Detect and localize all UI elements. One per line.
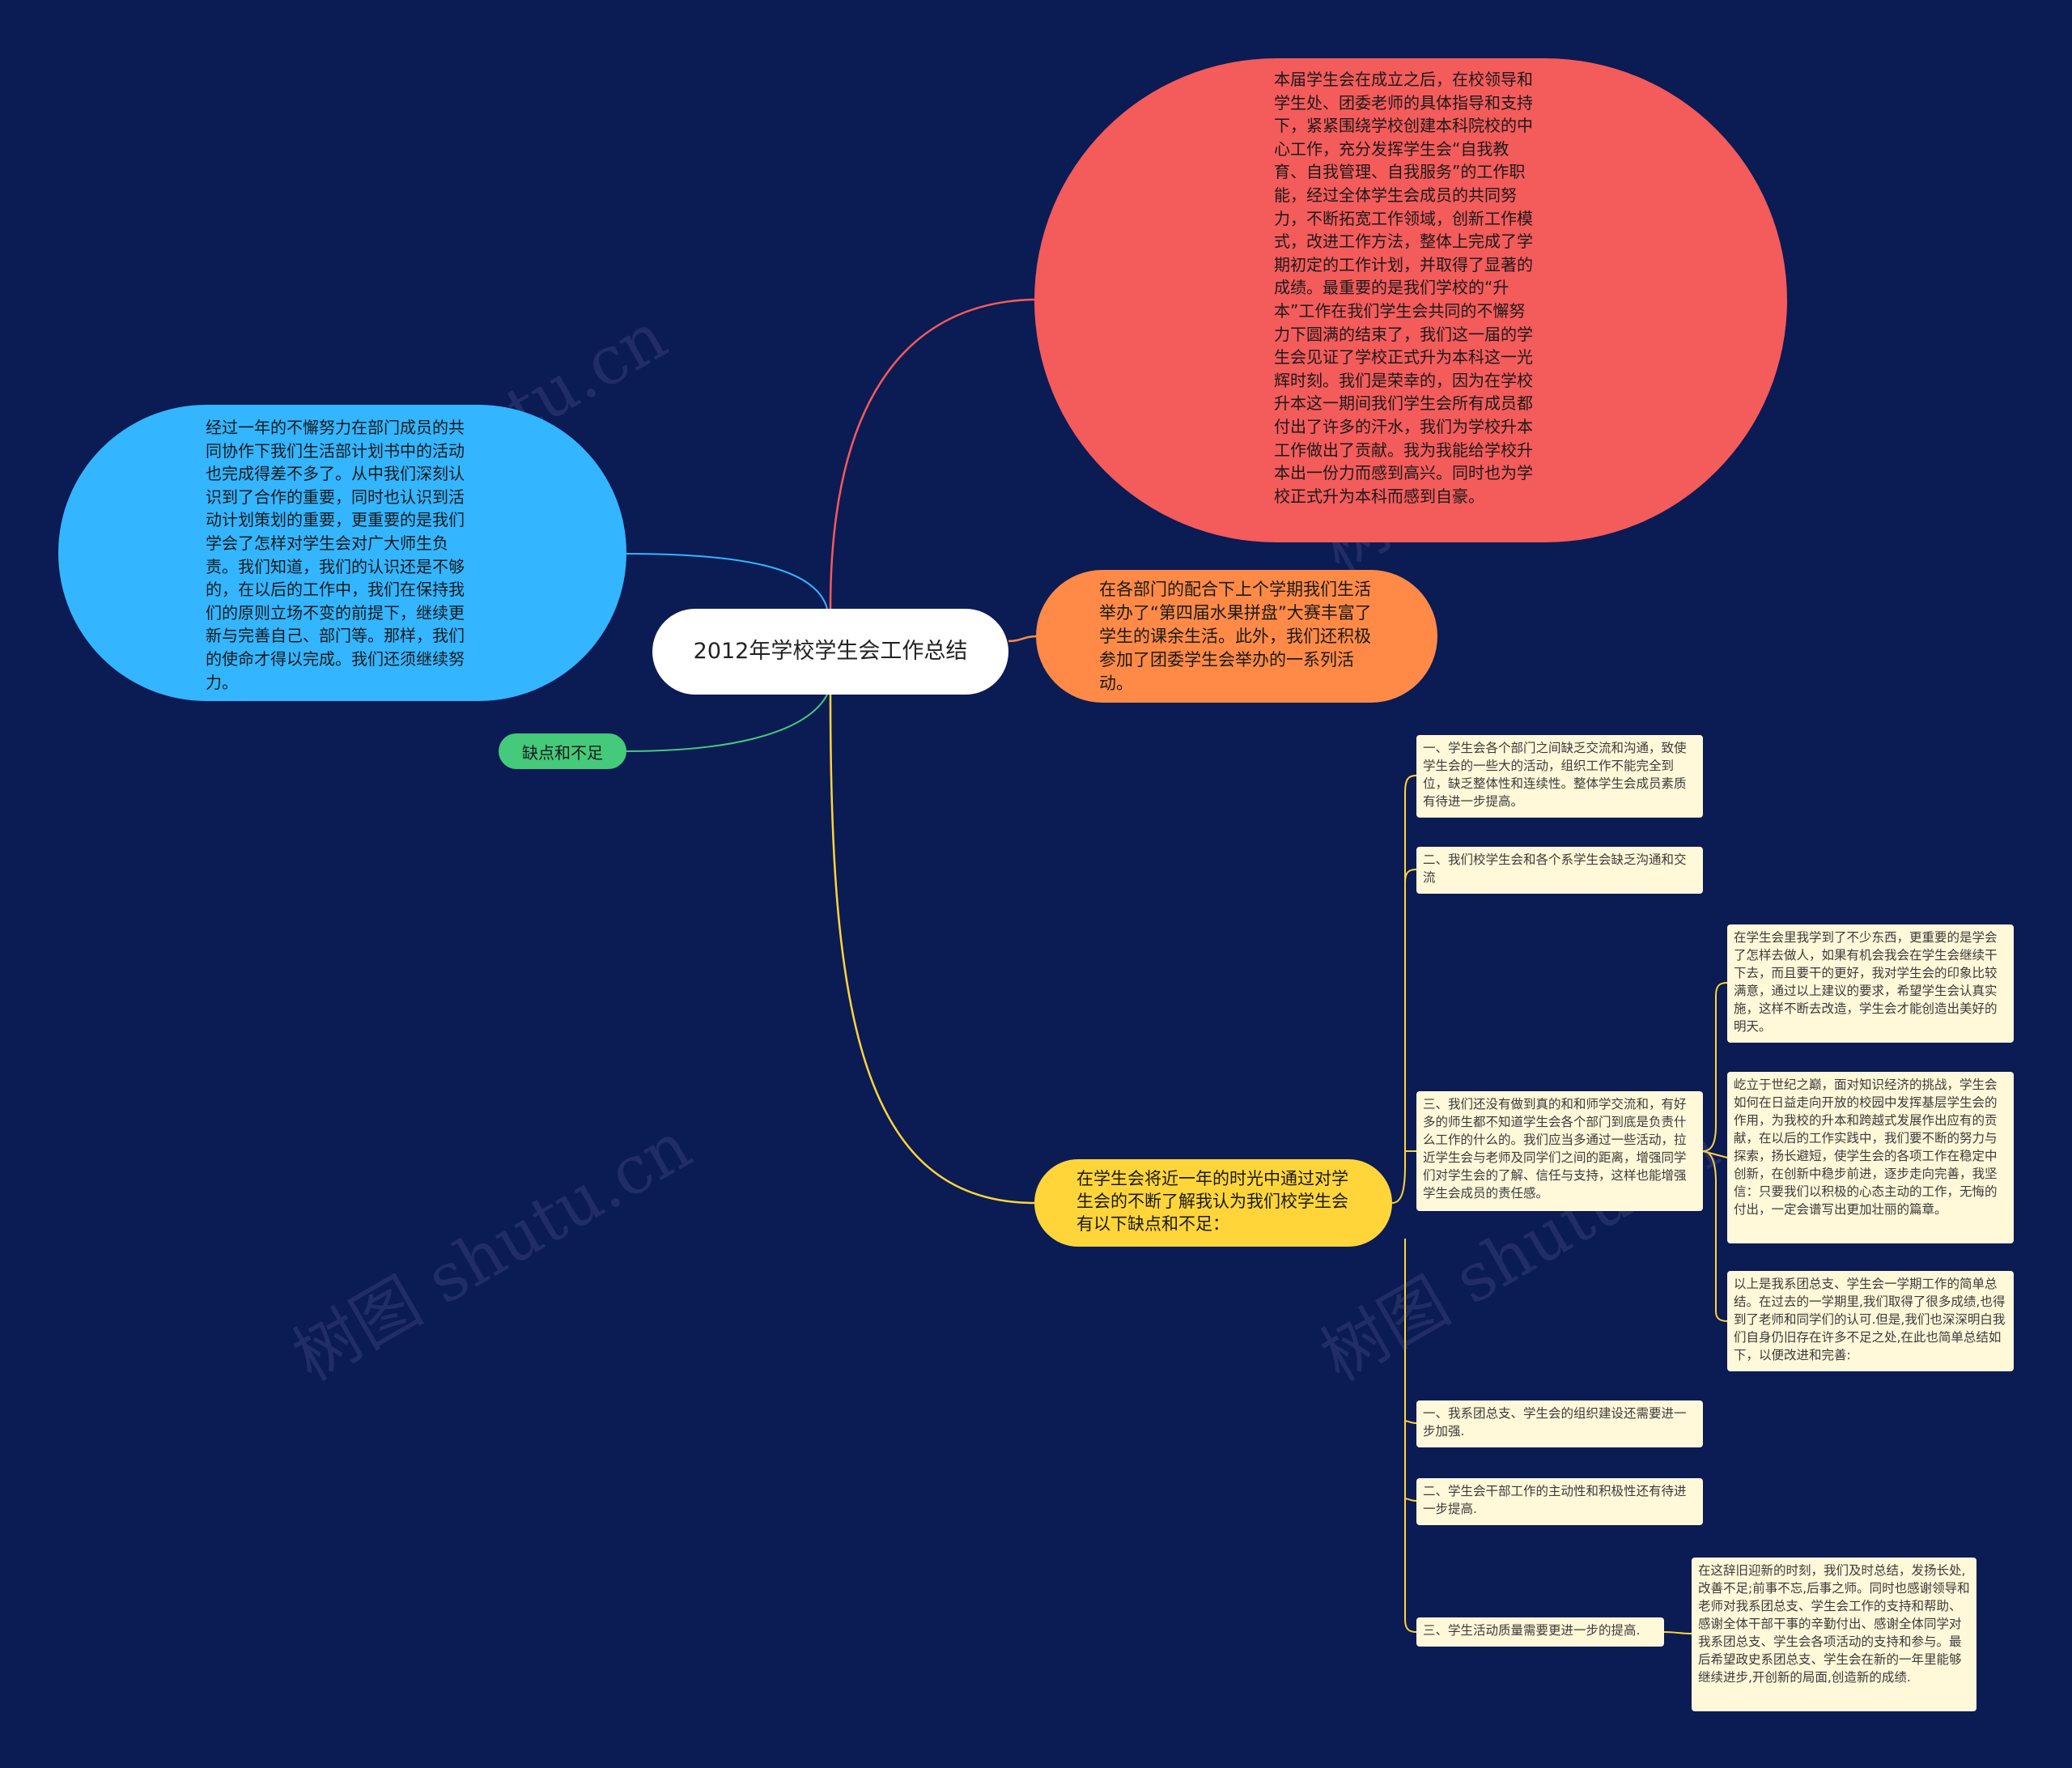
sub-note-text: 以上是我系团总支、学生会一学期工作的简单总结。在过去的一学期里,我们取得了很多成… bbox=[1734, 1277, 2006, 1362]
note-node[interactable]: 一、我系团总支、学生会的组织建设还需要进一步加强. bbox=[1416, 1400, 1703, 1447]
link-note6-subnote bbox=[1663, 1631, 1692, 1634]
sub-note-text: 屹立于世纪之巅，面对知识经济的挑战，学生会如何在日益走向开放的校园中发挥基层学生… bbox=[1734, 1077, 1998, 1217]
sub-note-node[interactable]: 在这辞旧迎新的时刻，我们及时总结，发扬长处,改善不足;前事不忘,后事之师。同时也… bbox=[1692, 1558, 1976, 1711]
link-note3-subnotes bbox=[1702, 982, 1728, 1322]
branch-orange-node[interactable]: 在各部门的配合下上个学期我们生活举办了“第四届水果拼盘”大赛丰富了学生的课余生活… bbox=[1036, 570, 1437, 703]
branch-green-label: 缺点和不足 bbox=[522, 742, 603, 763]
note-text: 三、我们还没有做到真的和和师学交流和，有好多的师生都不知道学生会各个部门到底是负… bbox=[1423, 1097, 1687, 1201]
link-root-orange bbox=[1008, 635, 1038, 643]
note-node[interactable]: 三、我们还没有做到真的和和师学交流和，有好多的师生都不知道学生会各个部门到底是负… bbox=[1416, 1091, 1703, 1211]
note-text: 三、学生活动质量需要更进一步的提高. bbox=[1423, 1623, 1641, 1638]
branch-yellow-text: 在学生会将近一年的时光中通过对学生会的不断了解我认为我们校学生会有以下缺点和不足… bbox=[1076, 1169, 1348, 1234]
note-node[interactable]: 三、学生活动质量需要更进一步的提高. bbox=[1416, 1617, 1664, 1647]
note-text: 一、学生会各个部门之间缺乏交流和沟通，致使学生会的一些大的活动，组织工作不能完全… bbox=[1423, 741, 1687, 809]
root-node[interactable]: 2012年学校学生会工作总结 bbox=[652, 609, 1008, 695]
note-node[interactable]: 一、学生会各个部门之间缺乏交流和沟通，致使学生会的一些大的活动，组织工作不能完全… bbox=[1416, 735, 1703, 818]
branch-blue-text: 经过一年的不懈努力在部门成员的共同协作下我们生活部计划书中的活动也完成得差不多了… bbox=[206, 418, 465, 692]
branch-blue-node[interactable]: 经过一年的不懈努力在部门成员的共同协作下我们生活部计划书中的活动也完成得差不多了… bbox=[58, 405, 626, 701]
sub-note-node[interactable]: 以上是我系团总支、学生会一学期工作的简单总结。在过去的一学期里,我们取得了很多成… bbox=[1727, 1271, 2014, 1371]
link-root-red bbox=[829, 298, 1037, 610]
branch-yellow-node[interactable]: 在学生会将近一年的时光中通过对学生会的不断了解我认为我们校学生会有以下缺点和不足… bbox=[1034, 1159, 1392, 1247]
note-text: 二、学生会干部工作的主动性和积极性还有待进一步提高. bbox=[1423, 1484, 1687, 1516]
sub-note-text: 在这辞旧迎新的时刻，我们及时总结，发扬长处,改善不足;前事不忘,后事之师。同时也… bbox=[1698, 1563, 1970, 1685]
branch-red-node[interactable]: 本届学生会在成立之后，在校领导和学生处、团委老师的具体指导和支持下，紧紧围绕学校… bbox=[1034, 58, 1787, 542]
root-label: 2012年学校学生会工作总结 bbox=[693, 639, 968, 664]
sub-note-node[interactable]: 在学生会里我学到了不少东西，更重要的是学会了怎样去做人，如果有机会我会在学生会继… bbox=[1727, 924, 2014, 1043]
note-node[interactable]: 二、学生会干部工作的主动性和积极性还有待进一步提高. bbox=[1416, 1478, 1703, 1525]
sub-note-node[interactable]: 屹立于世纪之巅，面对知识经济的挑战，学生会如何在日益走向开放的校园中发挥基层学生… bbox=[1727, 1072, 2014, 1243]
link-root-blue bbox=[626, 553, 828, 610]
branch-orange-text: 在各部门的配合下上个学期我们生活举办了“第四届水果拼盘”大赛丰富了学生的课余生活… bbox=[1099, 580, 1372, 693]
branch-green-node[interactable]: 缺点和不足 bbox=[499, 733, 626, 769]
sub-note-text: 在学生会里我学到了不少东西，更重要的是学会了怎样去做人，如果有机会我会在学生会继… bbox=[1734, 930, 1998, 1034]
link-root-green bbox=[626, 694, 828, 752]
note-text: 一、我系团总支、学生会的组织建设还需要进一步加强. bbox=[1423, 1406, 1687, 1439]
branch-red-text: 本届学生会在成立之后，在校领导和学生处、团委老师的具体指导和支持下，紧紧围绕学校… bbox=[1274, 70, 1533, 506]
link-root-yellow bbox=[829, 694, 1035, 1205]
link-yellow-notes-spine bbox=[1391, 775, 1417, 1633]
note-node[interactable]: 二、我们校学生会和各个系学生会缺乏沟通和交流 bbox=[1416, 847, 1703, 894]
note-text: 二、我们校学生会和各个系学生会缺乏沟通和交流 bbox=[1423, 852, 1687, 885]
